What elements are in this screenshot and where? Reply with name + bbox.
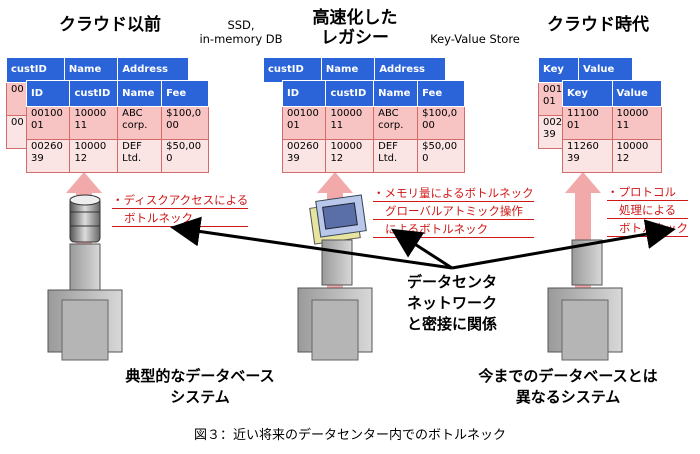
th-name: Name xyxy=(373,80,419,107)
arrow-to-right xyxy=(451,219,676,270)
cell: DEF Ltd. xyxy=(373,139,419,173)
cell: $100,0 00 xyxy=(417,106,465,140)
ssd-line-1: SSD, xyxy=(227,18,255,32)
table-middle-back: custID Name Address xyxy=(263,57,446,83)
arrow-to-middle xyxy=(390,228,453,270)
heading-middle-line-2: レガシー xyxy=(321,28,389,48)
cell: 00260 39 xyxy=(281,139,327,173)
cell: ABC corp. xyxy=(373,106,419,140)
heading-ssd: SSD, in-memory DB xyxy=(186,18,296,46)
cell: 00100 01 xyxy=(25,106,71,140)
table-left-front: ID custID Name Fee 00100 01 10000 11 ABC… xyxy=(25,80,209,173)
heading-left: クラウド以前 xyxy=(59,15,161,35)
cell: 10000 12 xyxy=(325,139,375,173)
note-middle-line-1: ・メモリ量によるボトルネック xyxy=(373,186,534,202)
th-fee: Fee xyxy=(161,80,209,107)
ssd-line-2: in-memory DB xyxy=(199,32,283,46)
server-stack-icon-left xyxy=(47,243,123,361)
memory-chip-icon xyxy=(309,194,367,245)
th-fee: Fee xyxy=(417,80,465,107)
cell: $50,00 0 xyxy=(161,139,209,173)
table-middle-front: ID custID Name Fee 00100 01 10000 11 ABC… xyxy=(281,80,465,173)
figure-caption: 図３：近い将来のデータセンター内でのボトルネック xyxy=(193,428,506,443)
center-label-line-2: ネットワーク xyxy=(406,294,497,312)
note-left: ・ディスクアクセスによる ボトルネック xyxy=(112,193,249,229)
th-custid: custID xyxy=(263,57,322,83)
server-stack-icon-middle xyxy=(297,239,373,361)
cell: $100,0 00 xyxy=(161,106,209,140)
bottom-left-label: 典型的なデータベース システム xyxy=(100,366,300,408)
th-value: Value xyxy=(578,57,633,83)
th-name: Name xyxy=(117,80,163,107)
bottom-right-line-2: 異なるシステム xyxy=(515,388,621,406)
th-value: Value xyxy=(611,80,662,107)
cell: 10000 12 xyxy=(611,139,662,173)
cell: 11100 01 xyxy=(562,106,613,140)
note-left-line-1: ・ディスクアクセスによる xyxy=(112,193,249,209)
th-custid: custID xyxy=(325,80,375,107)
th-name: Name xyxy=(63,57,119,83)
center-label: データセンタ ネットワーク と密接に関係 xyxy=(390,272,514,335)
center-label-line-1: データセンタ xyxy=(406,273,497,291)
heading-middle: 高速化した レガシー xyxy=(305,8,405,48)
th-address: Address xyxy=(374,57,446,83)
arrow-up-right xyxy=(565,172,601,300)
note-right-line-2: 処理による xyxy=(607,203,688,219)
bottom-left-line-1: 典型的なデータベース xyxy=(125,367,275,385)
bottom-right-line-1: 今までのデータベースとは xyxy=(478,367,658,385)
bottom-left-line-2: システム xyxy=(170,388,230,406)
cell: ABC corp. xyxy=(117,106,163,140)
heading-kv: Key-Value Store xyxy=(430,32,520,46)
heading-right: クラウド時代 xyxy=(547,15,649,35)
table-right-front: Key Value 11100 01 10000 11 11260 39 100… xyxy=(562,80,662,173)
cell: 00260 39 xyxy=(25,139,71,173)
arrow-to-left xyxy=(170,216,453,270)
bottom-right-label: 今までのデータベースとは 異なるシステム xyxy=(448,366,688,408)
heading-middle-line-1: 高速化した xyxy=(312,8,398,28)
disk-icon xyxy=(69,194,101,243)
cell: DEF Ltd. xyxy=(117,139,163,173)
th-id: ID xyxy=(281,80,327,107)
cell: 10000 12 xyxy=(69,139,119,173)
note-right-line-1: ・プロトコル xyxy=(607,185,688,201)
cell: 10000 11 xyxy=(325,106,375,140)
server-stack-icon-right xyxy=(547,239,623,361)
note-middle: ・メモリ量によるボトルネック グローバルアトミック操作 によるボトルネック xyxy=(373,186,534,240)
center-label-line-3: と密接に関係 xyxy=(406,315,497,333)
th-key: Key xyxy=(537,57,580,83)
note-middle-line-2: グローバルアトミック操作 xyxy=(373,204,534,220)
cell: 10000 11 xyxy=(611,106,662,140)
th-address: Address xyxy=(117,57,189,83)
cell: $50,00 0 xyxy=(417,139,465,173)
